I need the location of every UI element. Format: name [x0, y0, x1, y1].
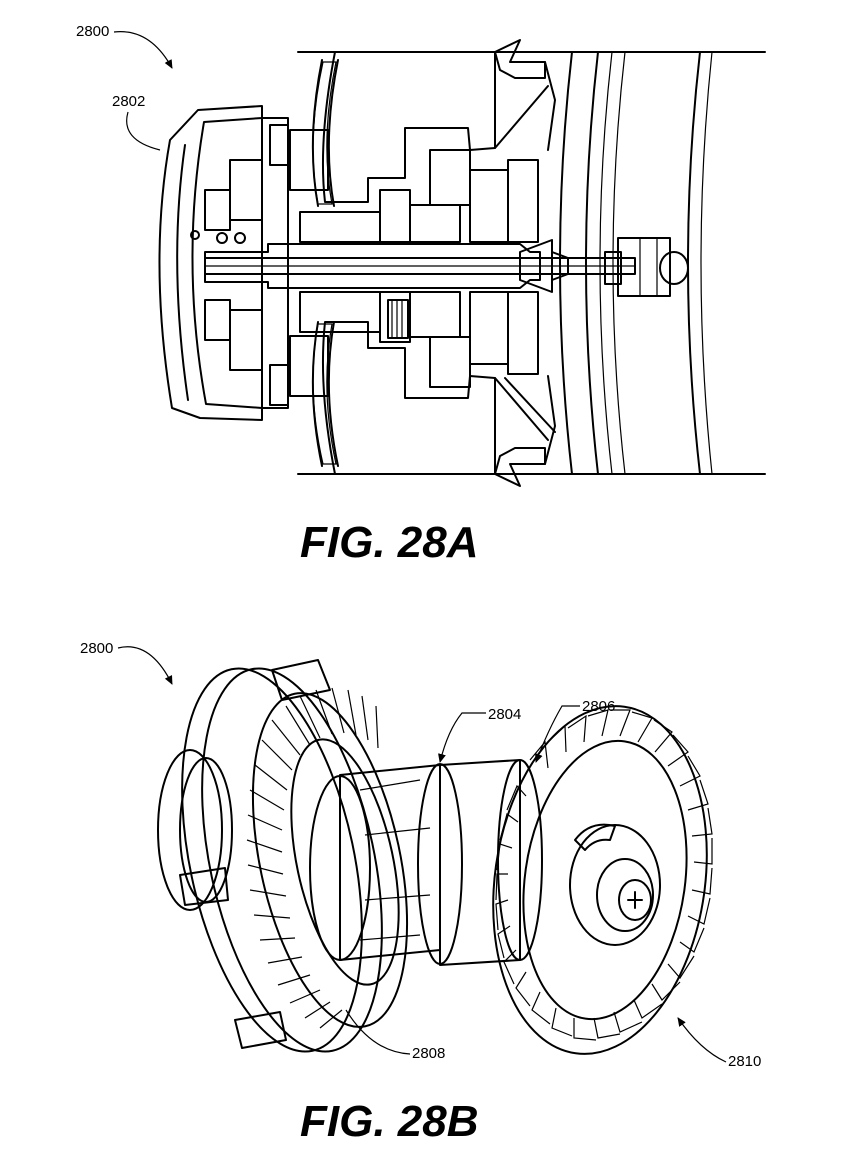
central-shaft: [205, 240, 635, 292]
fig-28a-labels: 2800 2802 FIG. 28A: [76, 23, 479, 567]
ref-2810: 2810: [728, 1053, 761, 1070]
front-bevel-gear-2806: [472, 692, 729, 1068]
ref-2800-a: 2800: [76, 23, 109, 40]
ref-2802: 2802: [112, 93, 145, 110]
fig-28b-gear-assembly: [151, 652, 728, 1068]
caption-fig-28b: FIG. 28B: [300, 1097, 479, 1146]
shaft-2804: [310, 760, 542, 965]
caption-fig-28a: FIG. 28A: [300, 518, 479, 567]
ref-2806: 2806: [582, 698, 615, 715]
ref-2804: 2804: [488, 706, 521, 723]
fig-28a-cross-section: [159, 40, 765, 486]
ref-2808: 2808: [412, 1045, 445, 1062]
housing-cap-2802: [159, 106, 288, 420]
ring-gear-2808: [226, 679, 434, 1041]
ref-2800-b: 2800: [80, 640, 113, 657]
